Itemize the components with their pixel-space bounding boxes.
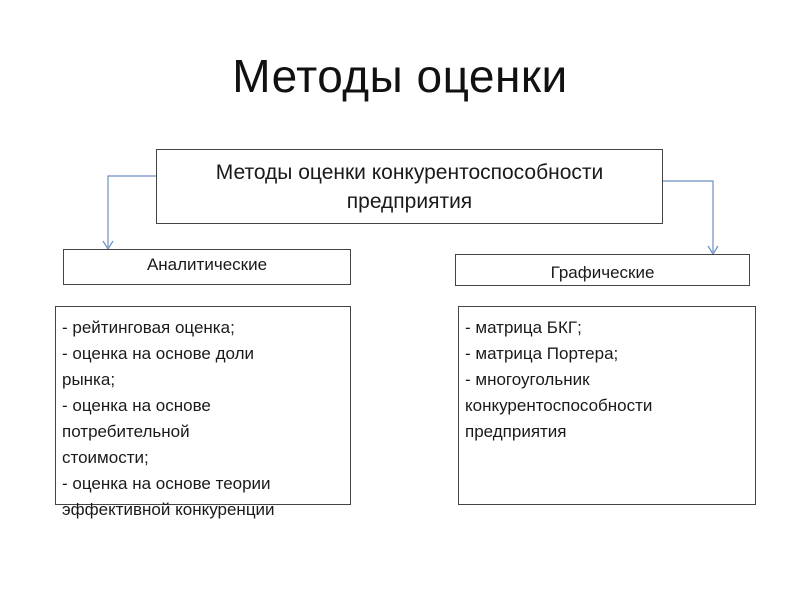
list-item: - многоугольник <box>465 370 590 389</box>
analytic-category-box: Аналитические <box>63 249 351 285</box>
list-item: - оценка на основе <box>62 396 211 415</box>
list-item: - оценка на основе доли <box>62 344 255 363</box>
list-item: предприятия <box>465 422 567 441</box>
connector-right <box>663 180 714 252</box>
list-item: - рейтинговая оценка; <box>62 318 235 337</box>
list-item: стоимости; <box>62 448 149 467</box>
arrowhead-right <box>707 245 719 256</box>
root-method-box: Методы оценки конкурентоспособности пред… <box>156 149 663 224</box>
root-line-2: предприятия <box>346 189 473 213</box>
list-item: рынка; <box>62 370 116 389</box>
graphic-category-box: Графические <box>455 254 750 286</box>
list-item: - матрица БКГ; <box>465 318 582 337</box>
root-text: Методы оценки конкурентоспособности пред… <box>216 158 604 216</box>
arrowhead-left <box>102 240 114 251</box>
connector-left <box>107 175 156 247</box>
graphic-methods-list: - матрица БКГ; - матрица Портера; - мног… <box>458 306 756 505</box>
page-title: Методы оценки <box>232 50 568 102</box>
list-item: - матрица Портера; <box>465 344 619 363</box>
analytic-methods-list: - рейтинговая оценка; - оценка на основе… <box>55 306 351 519</box>
list-item: потребительной <box>62 422 190 441</box>
list-item: - оценка на основе теории <box>62 474 271 493</box>
root-line-1: Методы оценки конкурентоспособности <box>215 160 604 184</box>
list-item: конкурентоспособности <box>465 396 653 415</box>
list-item: эффективной конкуренции <box>62 500 275 519</box>
